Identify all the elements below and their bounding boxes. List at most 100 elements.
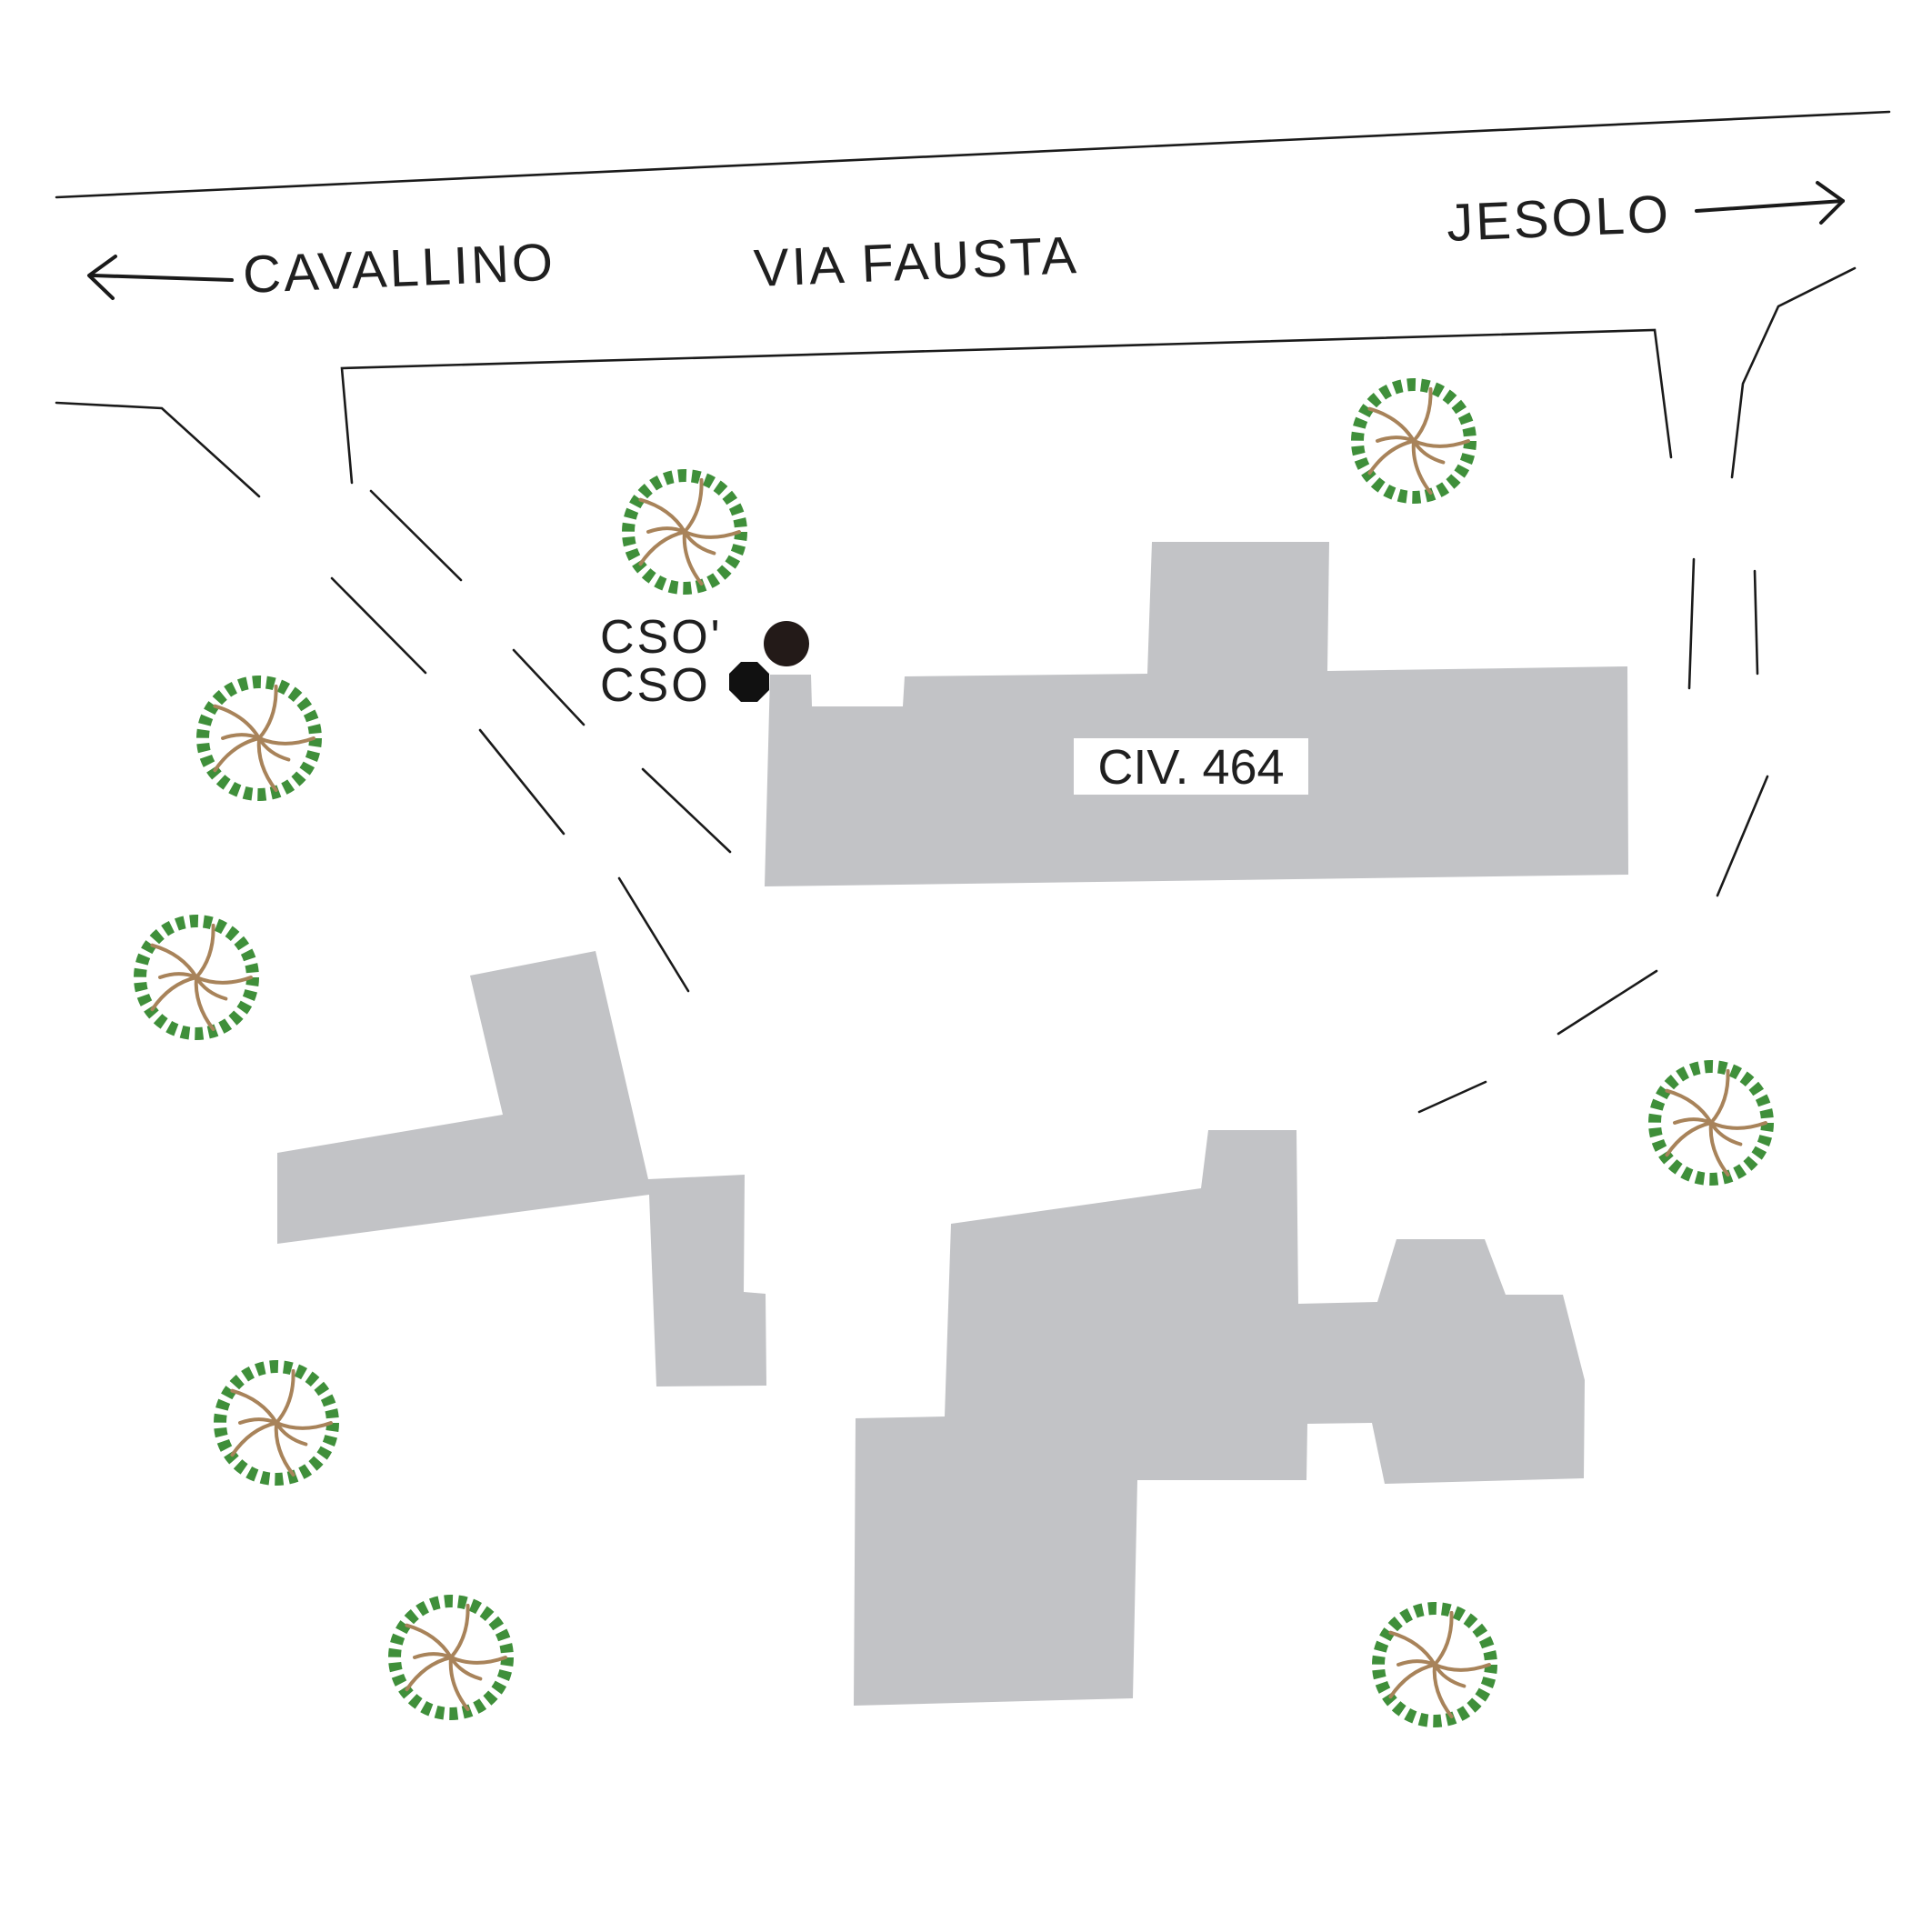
arrow-left-icon-head xyxy=(87,255,117,300)
tree-branch xyxy=(195,923,215,979)
tree-icon xyxy=(214,1360,339,1486)
tree-icon xyxy=(622,469,747,595)
tree-branch xyxy=(1412,386,1433,443)
tree-branch xyxy=(1665,1121,1713,1157)
tree-branch xyxy=(221,733,261,740)
tree-branch xyxy=(275,1421,308,1446)
tree-branch xyxy=(413,1652,453,1659)
markers: CSO' CSO xyxy=(600,611,809,712)
tree-branch xyxy=(1433,1663,1491,1672)
building-south xyxy=(854,1130,1585,1706)
tree-branch xyxy=(275,1421,333,1430)
tree-branch xyxy=(238,1417,278,1425)
tree-branch xyxy=(448,1656,470,1712)
tree-branch xyxy=(1412,439,1446,465)
arrow-right-icon xyxy=(1695,199,1845,213)
road-top-edge xyxy=(55,110,1891,199)
tree-branch xyxy=(194,976,215,1032)
driveway-dash xyxy=(617,876,690,993)
driveway-dash xyxy=(1716,775,1769,897)
tree-branch xyxy=(1388,1630,1436,1667)
trees xyxy=(134,378,1774,1727)
tree-branch xyxy=(195,976,228,1001)
lot-boundary xyxy=(340,328,1673,485)
direction-labels: CAVALLINO VIA FAUSTA JESOLO xyxy=(87,181,1845,305)
tree-branch xyxy=(638,530,686,566)
tree-icon xyxy=(196,676,322,801)
tree-branch xyxy=(1396,1659,1436,1667)
driveway-dash xyxy=(1687,557,1696,690)
road-edges xyxy=(55,110,1891,498)
driveway-dash xyxy=(1417,1080,1487,1114)
tree-branch xyxy=(1367,406,1416,443)
tree-icon xyxy=(1351,378,1477,504)
tree-branch xyxy=(1433,1663,1467,1688)
tree-branch xyxy=(683,530,741,539)
driveway-dash xyxy=(478,728,566,836)
driveway-dash xyxy=(512,648,586,726)
tree-branch xyxy=(449,1656,483,1681)
arrow-left-icon xyxy=(92,274,234,282)
tree-branch xyxy=(195,976,253,985)
tree-branch xyxy=(683,477,704,534)
marker-label-cso: CSO xyxy=(600,659,711,712)
tree-branch xyxy=(683,530,716,556)
driveway-lines xyxy=(330,489,1769,1114)
tree-branch xyxy=(230,1388,278,1425)
tree-branch xyxy=(1432,1663,1454,1719)
tree-branch xyxy=(257,736,291,762)
tree-branch xyxy=(230,1421,278,1457)
driveway-dash xyxy=(1753,569,1759,676)
tree-branch xyxy=(257,736,315,746)
buildings xyxy=(277,542,1628,1706)
octagon-marker-icon xyxy=(729,662,769,702)
tree-branch xyxy=(449,1603,470,1659)
tree-branch xyxy=(213,704,261,740)
tree-branch xyxy=(405,1623,453,1659)
tree-branch xyxy=(1376,435,1416,443)
driveway-dash xyxy=(641,767,732,854)
direction-left-label: CAVALLINO xyxy=(242,233,556,305)
building-label: CIV. 464 xyxy=(1074,738,1308,795)
tree-branch xyxy=(1388,1663,1436,1699)
tree-branch xyxy=(638,497,686,534)
tree-branch xyxy=(1708,1121,1730,1177)
building-west xyxy=(277,951,766,1386)
tree-branch xyxy=(1673,1117,1713,1125)
tree-branch xyxy=(1412,439,1470,448)
building-label-text: CIV. 464 xyxy=(1097,740,1284,795)
direction-right-label: JESOLO xyxy=(1446,185,1672,253)
tree-branch xyxy=(257,684,278,740)
building-label-background xyxy=(1074,738,1308,795)
tree-branch xyxy=(682,530,704,586)
tree-icon xyxy=(134,915,259,1040)
tree-icon xyxy=(388,1595,514,1720)
tree-branch xyxy=(150,943,198,979)
driveway-dash xyxy=(369,489,463,582)
tree-branch xyxy=(1709,1121,1743,1146)
tree-branch xyxy=(405,1656,453,1692)
road-name-label: VIA FAUSTA xyxy=(753,225,1080,298)
tree-branch xyxy=(158,972,198,979)
tree-branch xyxy=(150,976,198,1012)
tree-icon xyxy=(1648,1060,1774,1186)
tree-branch xyxy=(1433,1610,1454,1667)
road-bottom-edge xyxy=(55,401,261,498)
tree-branch xyxy=(1709,1121,1767,1130)
tree-branch xyxy=(213,736,261,773)
tree-branch xyxy=(1411,439,1433,496)
tree-branch xyxy=(646,526,686,534)
circle-marker-icon xyxy=(764,621,809,666)
tree-branch xyxy=(1665,1088,1713,1125)
tree-branch xyxy=(449,1656,507,1665)
tree-branch xyxy=(1709,1068,1730,1125)
right-road-edge xyxy=(1730,266,1857,479)
tree-branch xyxy=(1367,439,1416,475)
tree-branch xyxy=(256,736,278,793)
arrow-right-icon-head xyxy=(1816,181,1845,225)
driveway-dash xyxy=(1557,969,1658,1036)
tree-icon xyxy=(1372,1602,1497,1727)
main-building xyxy=(765,542,1628,886)
tree-branch xyxy=(275,1368,295,1425)
